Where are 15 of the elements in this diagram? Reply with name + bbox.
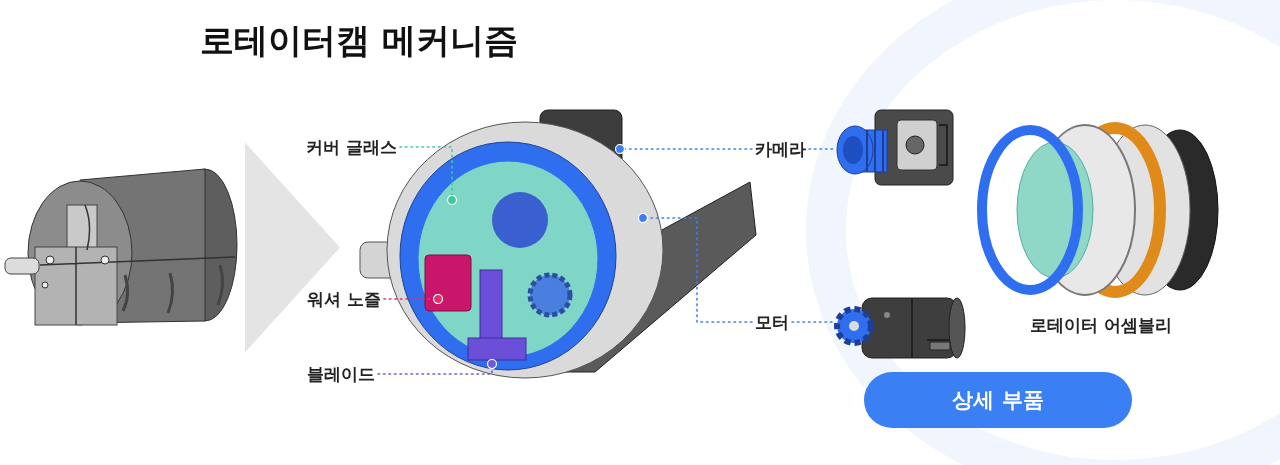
part-label: 커버 글래스 <box>306 137 397 157</box>
leader-line <box>637 212 753 323</box>
part-label: 모터 <box>755 312 789 332</box>
detail-button: 상세 부품 <box>864 372 1132 428</box>
leader-line <box>791 321 833 323</box>
part-label: 카메라 <box>755 139 806 159</box>
part-label: 워셔 노즐 <box>307 289 381 309</box>
leader-line <box>808 148 836 150</box>
leader-line <box>399 146 458 206</box>
part-label: 로테이터 어셈블리 <box>1030 315 1172 335</box>
leader-line <box>377 358 498 375</box>
chevron-arrow <box>245 142 340 353</box>
part-label: 블레이드 <box>307 364 375 384</box>
title: 로테이터캠 메커니즘 <box>200 19 518 62</box>
leader-line <box>614 143 753 155</box>
